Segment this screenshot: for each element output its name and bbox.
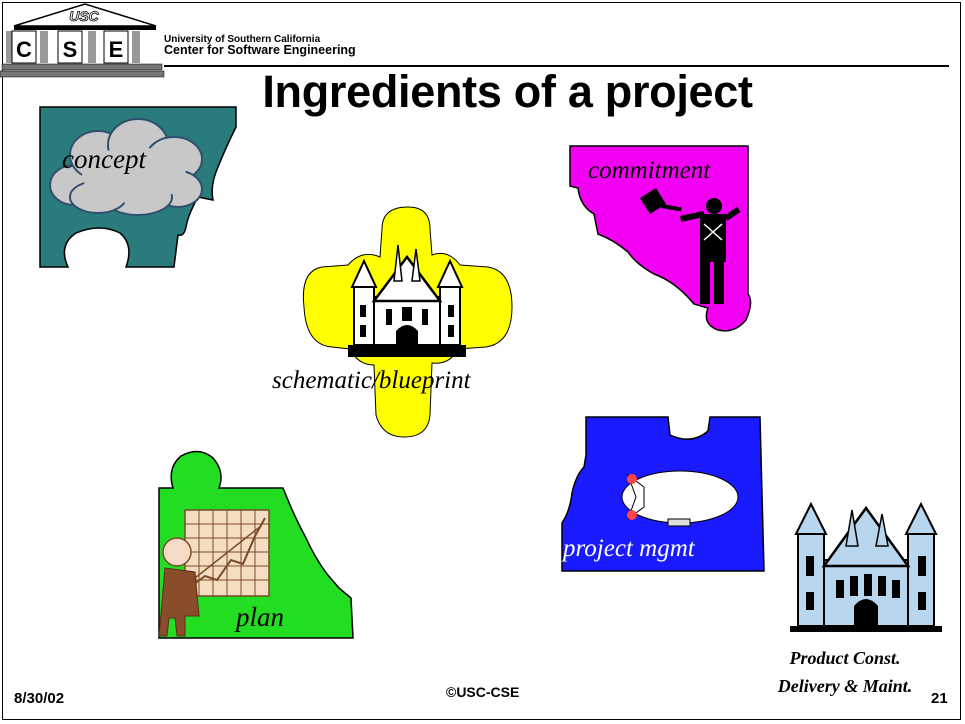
logo-letter-s: S bbox=[63, 37, 78, 62]
plan-chart-graphic bbox=[158, 509, 270, 637]
product-caption: Product Const. Delivery & Maint. bbox=[740, 644, 950, 700]
footer-page-number: 21 bbox=[931, 690, 948, 707]
project-mgmt-puzzle-piece bbox=[561, 416, 765, 572]
org-name: University of Southern California Center… bbox=[164, 34, 356, 56]
footer-copyright: ©USC-CSE bbox=[446, 684, 520, 700]
logo-letter-c: C bbox=[16, 37, 32, 62]
blimp-graphic bbox=[621, 470, 739, 527]
castle-line-art bbox=[348, 244, 466, 357]
plan-puzzle-piece bbox=[158, 450, 354, 639]
logo-usc-text: USC bbox=[69, 8, 99, 24]
header-divider bbox=[164, 65, 949, 67]
org-line-center: Center for Software Engineering bbox=[164, 43, 356, 57]
concept-puzzle-piece bbox=[39, 106, 237, 268]
usc-cse-logo: USC C S E bbox=[0, 3, 165, 78]
org-line-university: University of Southern California bbox=[164, 34, 321, 45]
commitment-label: commitment bbox=[588, 157, 711, 184]
concept-label: concept bbox=[62, 144, 146, 174]
schematic-puzzle-piece bbox=[302, 206, 513, 438]
slide-title: Ingredients of a project bbox=[262, 66, 753, 117]
footer-date: 8/30/02 bbox=[14, 690, 65, 707]
project-mgmt-label: project mgmt bbox=[563, 535, 695, 562]
product-caption-line2: Delivery & Maint. bbox=[777, 676, 913, 696]
plan-label: plan bbox=[236, 602, 285, 632]
schematic-label: schematic/blueprint bbox=[272, 367, 471, 394]
commitment-puzzle-piece bbox=[569, 145, 752, 332]
logo-letter-e: E bbox=[109, 37, 124, 62]
product-castle-icon bbox=[790, 501, 942, 632]
product-caption-line1: Product Const. bbox=[789, 648, 901, 668]
